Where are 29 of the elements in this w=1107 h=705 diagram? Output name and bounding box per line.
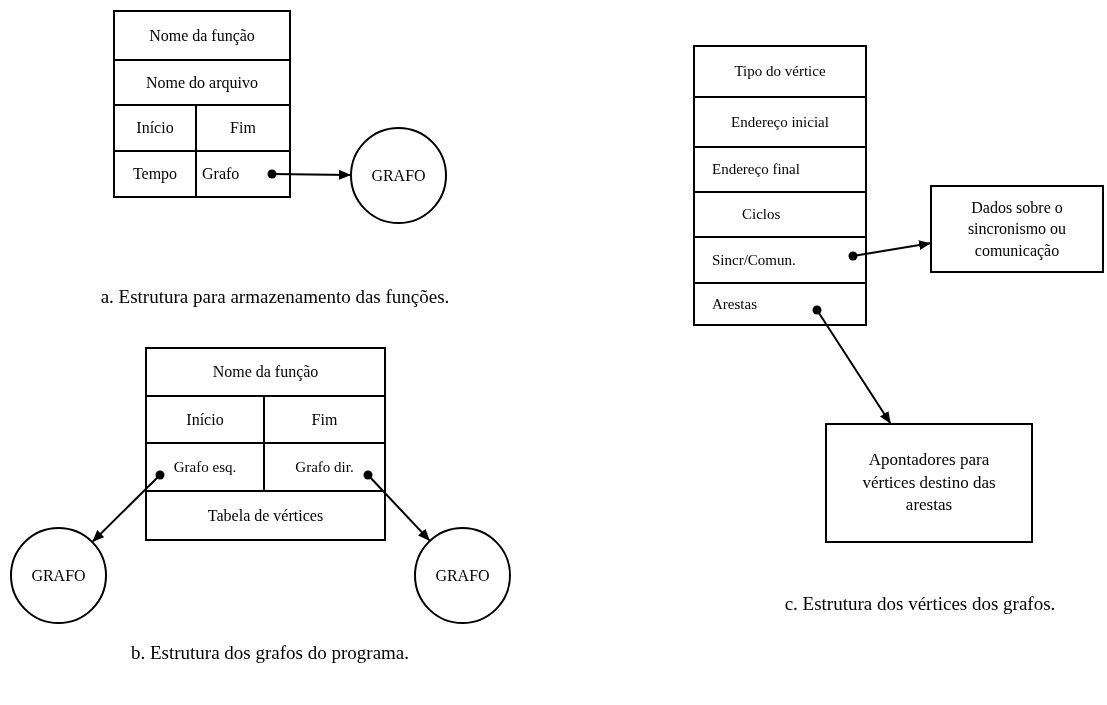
- circle-node: GRAFO: [414, 527, 511, 624]
- table-cell: Endereço inicial: [693, 96, 867, 148]
- figure-caption: c. Estrutura dos vértices dos grafos.: [784, 593, 1056, 615]
- figure-caption: a. Estrutura para armazenamento das funções.: [100, 286, 450, 308]
- table-cell: Grafo esq.: [145, 442, 265, 492]
- arrow: [267, 169, 351, 180]
- table-cell: Grafo: [195, 150, 291, 198]
- table-cell: Início: [145, 395, 265, 444]
- arrow: [848, 240, 931, 261]
- arrow: [91, 470, 165, 543]
- table-cell: Ciclos: [693, 191, 867, 238]
- text-box: Dados sobre o sincronismo ou comunicação: [930, 185, 1104, 273]
- table-cell: Grafo dir.: [263, 442, 386, 492]
- table-cell: Tempo: [113, 150, 197, 198]
- table-frame: [693, 45, 867, 326]
- table-cell: Fim: [263, 395, 386, 444]
- text-box: Apontadores para vértices destino das arestas: [825, 423, 1033, 543]
- table-frame: [113, 10, 291, 198]
- arrow: [812, 305, 892, 424]
- figure-caption: b. Estrutura dos grafos do programa.: [130, 642, 410, 664]
- table-cell: Fim: [195, 104, 291, 152]
- table-cell: Endereço final: [693, 146, 867, 193]
- arrow: [363, 470, 431, 542]
- circle-node: GRAFO: [350, 127, 447, 224]
- table-cell: Nome do arquivo: [113, 59, 291, 106]
- table-cell: Sincr/Comun.: [693, 236, 867, 284]
- table-frame: [145, 347, 386, 541]
- circle-node: GRAFO: [10, 527, 107, 624]
- table-cell: Início: [113, 104, 197, 152]
